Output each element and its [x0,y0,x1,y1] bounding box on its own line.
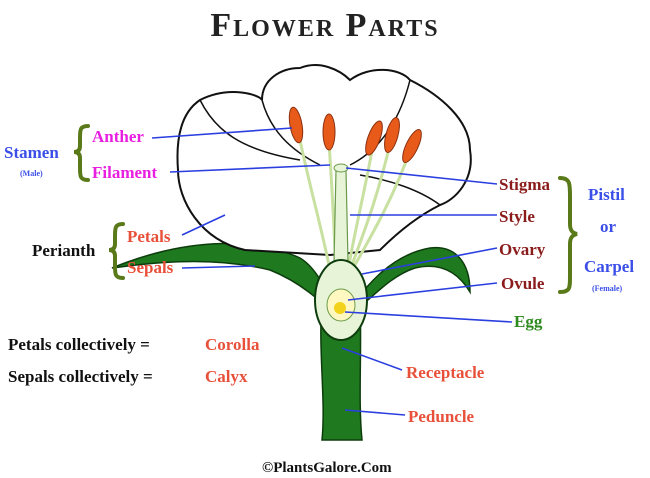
right-sepal [344,246,471,321]
pistil-brace [558,176,578,294]
label-stamen: Stamen [4,143,59,162]
diagram-title: Flower Parts [210,7,439,44]
label-ovule: Ovule [501,274,545,293]
label-stigma: Stigma [499,175,551,194]
style [333,169,349,263]
label-egg: Egg [514,312,543,331]
label-or: or [600,217,617,236]
calyx-definition: Sepals collectively = [8,367,153,386]
stamen-brace [73,124,90,182]
corolla-definition: Petals collectively = [8,335,150,354]
anthers [288,106,422,164]
petal-folds [199,79,441,206]
label-anther: Anther [92,127,144,146]
label-carpel: Carpel [584,257,634,276]
label-calyx: Calyx [205,367,248,386]
label-peduncle: Peduncle [408,407,475,426]
left-sepal [111,242,341,321]
egg [334,302,346,314]
label-female: (Female) [592,284,623,293]
stigma [333,163,349,173]
petals-outline [176,64,472,257]
label-corolla: Corolla [205,335,260,354]
label-pistil: Pistil [588,185,625,204]
pointer-lines [151,127,513,416]
label-ovary: Ovary [499,240,546,259]
label-filament: Filament [92,163,157,182]
label-perianth: Perianth [32,241,96,260]
label-sepals: Sepals [127,258,174,277]
label-receptacle: Receptacle [406,363,485,382]
label-style: Style [499,207,535,226]
copyright-credit: ©PlantsGalore.Com [262,460,392,476]
perianth-brace [108,222,125,280]
label-petals: Petals [127,227,171,246]
label-male: (Male) [20,169,43,178]
